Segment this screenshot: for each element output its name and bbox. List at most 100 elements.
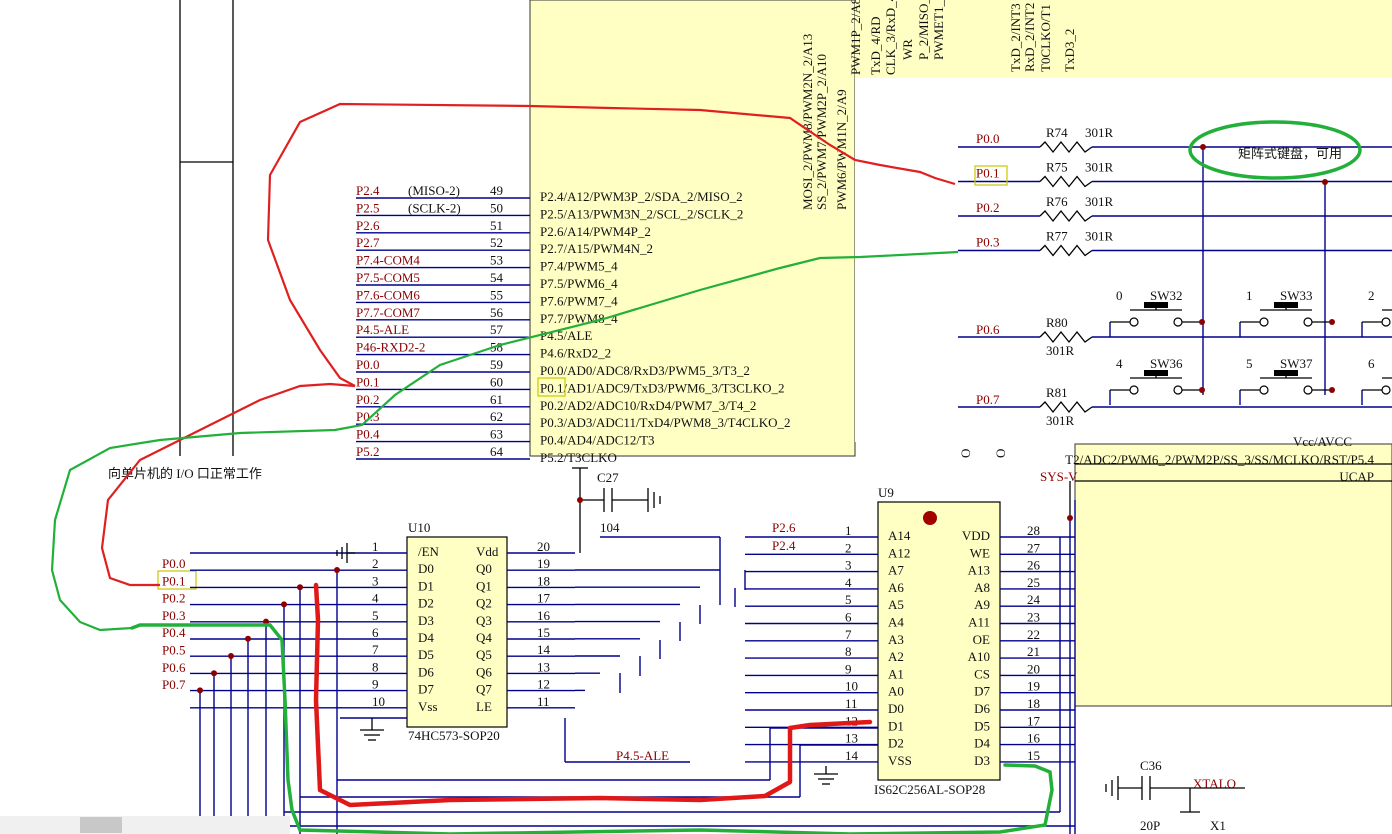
mcu-pin-function: P0.2/AD2/ADC10/RxD4/PWM7_3/T4_2 [540, 398, 756, 413]
keypad-row-value: 301R [1085, 229, 1114, 244]
u10-body [406, 536, 508, 728]
u9-pin-number: 25 [1027, 575, 1040, 590]
u9-pin-signal: A2 [888, 649, 904, 664]
p01-highlight-left [157, 570, 197, 590]
mcu-pin-number: 63 [490, 427, 503, 442]
keypad-col-net: P0.6 [976, 322, 1000, 337]
u10-pin-signal: Q6 [476, 664, 492, 679]
p54-label: T2/ADC2/PWM6_2/PWM2P/SS_3/SS/MCLKO/RST/P… [1065, 452, 1374, 467]
vertical-pin-label: SS_2/PWM7/PWM2P_2/A10 [814, 54, 829, 210]
switch-name: SW32 [1150, 288, 1183, 303]
u10-pin-signal: Q3 [476, 613, 492, 628]
mcu-pin-number: 55 [490, 287, 503, 302]
u10-pin-signal: D6 [418, 664, 434, 679]
pin1-marker [923, 511, 937, 525]
junction [228, 653, 234, 659]
u9-pin-number: 2 [845, 540, 852, 555]
u9-pin-number: 24 [1027, 592, 1041, 607]
keypad-row-value: 301R [1085, 160, 1114, 175]
keypad-col-value: 301R [1046, 413, 1075, 428]
switch-contact [1259, 385, 1269, 395]
u9-pin-signal: D6 [974, 701, 990, 716]
keypad-row-net: P0.3 [976, 235, 999, 250]
u9-pin-number: 28 [1027, 523, 1040, 538]
left-net-label: P0.3 [162, 608, 185, 623]
u9-pin-signal: VDD [962, 528, 990, 543]
u9-pin-number: 6 [845, 610, 852, 625]
mcu-pin-function: P0.4/AD4/ADC12/T3 [540, 433, 654, 448]
left-net-label: P0.4 [162, 625, 186, 640]
u9-pin-signal: A9 [974, 597, 990, 612]
resistor-zigzag [1039, 400, 1093, 414]
p01-highlight-keypad [974, 165, 1008, 186]
mcu-pin-number: 52 [490, 235, 503, 250]
junction [1199, 387, 1205, 393]
u10-pin-number: 4 [372, 591, 379, 606]
u9-pin-number: 21 [1027, 644, 1040, 659]
u9-pin-signal: D1 [888, 718, 904, 733]
u10-pin-number: 10 [372, 694, 385, 709]
mcu-pin-number: 62 [490, 409, 503, 424]
u10-pin-number: 6 [372, 625, 379, 640]
u9-pin-signal: D7 [974, 684, 990, 699]
junction [1322, 179, 1328, 185]
u9-pin-number: 17 [1027, 713, 1041, 728]
u10-pin-number: 1 [372, 539, 379, 554]
scrollbar-thumb[interactable] [80, 817, 122, 833]
o-label-2: O [993, 449, 1008, 458]
u10-pin-number: 15 [537, 625, 550, 640]
right-block-labels: Vcc/AVCC T2/ADC2/PWM6_2/PWM2P/SS_3/SS/MC… [958, 434, 1392, 521]
mcu-pin-function: P2.7/A15/PWM4N_2 [540, 241, 653, 256]
horizontal-scrollbar[interactable] [0, 816, 290, 834]
vertical-pin-label: WR [900, 39, 915, 60]
keypad-col-net: P0.7 [976, 392, 1000, 407]
mcu-pin-function: P2.6/A14/PWM4P_2 [540, 224, 651, 239]
resistor-zigzag [1039, 209, 1093, 223]
u9-pin-signal: A12 [888, 545, 910, 560]
keypad-panel [855, 78, 1392, 442]
u9-pin-signal: OE [973, 632, 990, 647]
u9-pin-signal: CS [974, 666, 990, 681]
mcu-pin-number: 49 [490, 183, 503, 198]
vertical-pin-label: PWMET1_3 [931, 0, 946, 60]
keypad-col-resistor: R80 [1046, 315, 1068, 330]
green-circle-annotation [1188, 120, 1362, 180]
u9-pin-number: 7 [845, 627, 852, 642]
left-net-label: P0.7 [162, 677, 186, 692]
u9-part: IS62C256AL-SOP28 [874, 782, 985, 797]
u10-ref: U10 [408, 520, 430, 535]
u10-pin-number: 13 [537, 659, 550, 674]
u9-pin-number: 8 [845, 644, 852, 659]
u10-pin-signal: LE [476, 699, 492, 714]
switch-name: SW36 [1150, 356, 1183, 371]
u10-pin-signal: /EN [418, 544, 440, 559]
mcu-pin-function: P7.7/PWM8_4 [540, 311, 618, 326]
switch-number: 5 [1246, 356, 1253, 371]
mcu-pin-function: P0.3/AD3/ADC11/TxD4/PWM8_3/T4CLKO_2 [540, 415, 791, 430]
mcu-pin-net: P5.2 [356, 444, 379, 459]
vertical-pin-label: TxD_2/INT3 [1008, 3, 1023, 72]
junction [577, 497, 583, 503]
c36-capacitor: C36 XTALO 20P X1 [1105, 758, 1245, 833]
switch-name: SW33 [1280, 288, 1313, 303]
u9-pin-signal: D2 [888, 736, 904, 751]
u10-pin-signal: D7 [418, 682, 434, 697]
mcu-pin-net: P7.4-COM4 [356, 253, 420, 268]
mcu-body-top-right [855, 0, 1392, 78]
u9-pin-number: 10 [845, 679, 858, 694]
mcu-body [529, 0, 856, 457]
p01-highlight [537, 377, 566, 397]
u9-pin-number: 22 [1027, 627, 1040, 642]
u9-pin-signal: A11 [968, 615, 990, 630]
u9-pin-signal: A7 [888, 563, 904, 578]
u10-pin-number: 18 [537, 573, 550, 588]
mcu-pin-function: P7.6/PWM7_4 [540, 293, 618, 308]
mcu-pin-function: P0.0/AD0/ADC8/RxD3/PWM5_3/T3_2 [540, 363, 750, 378]
u9-pin-signal: A6 [888, 580, 904, 595]
junction [263, 618, 269, 625]
u9-net-label: P2.6 [772, 520, 796, 535]
mcu-pin-number: 60 [490, 374, 503, 389]
